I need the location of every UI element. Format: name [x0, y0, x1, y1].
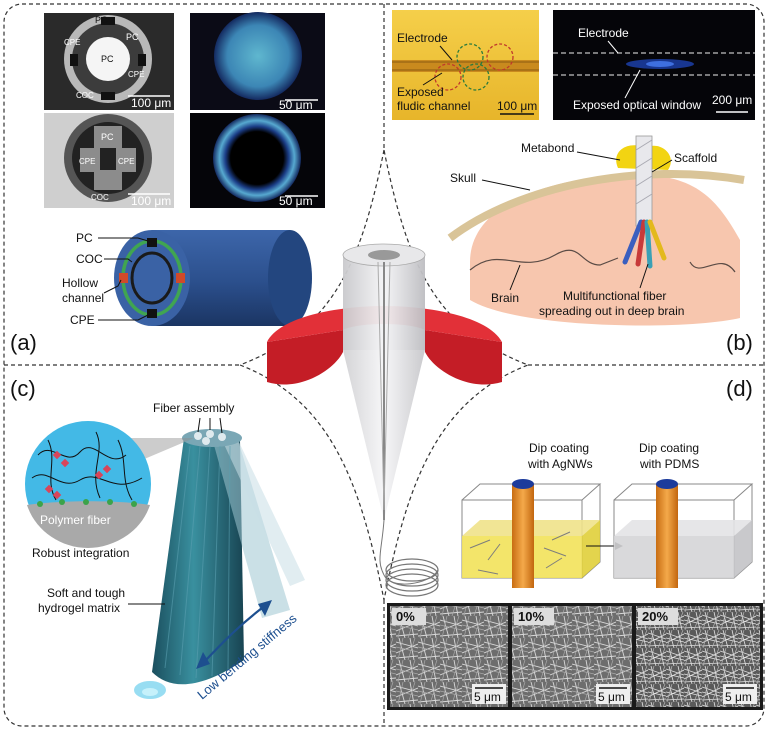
- label-cpe-1: CPE: [64, 38, 80, 47]
- pdms-dip-tank: [613, 479, 754, 588]
- label-coc-layer: COC: [76, 252, 103, 266]
- label-cpe-2: CPE: [128, 70, 144, 79]
- label-exposed-line1: Exposed: [397, 85, 444, 99]
- panel-label-c: (c): [10, 376, 36, 401]
- sem-image-10: 10% 5 μm: [512, 606, 632, 707]
- label-soft-tough: Soft and tough: [47, 586, 125, 600]
- scale-bar-label-a2: 50 μm: [279, 98, 313, 112]
- label-cpe-layer: CPE: [70, 313, 95, 327]
- label-robust-integration: Robust integration: [32, 546, 129, 560]
- panel-label-a: (a): [10, 330, 37, 355]
- sem-label-2: 20%: [642, 609, 668, 624]
- panel-label-d: (d): [726, 376, 753, 401]
- label-dip2-line2: with PDMS: [639, 457, 699, 471]
- label-pc-layer: PC: [76, 231, 93, 245]
- label-pc-2: PC: [101, 54, 114, 64]
- panel-a: PC PC PC CPE CPE COC 100 μm 50 μm PC CP: [10, 12, 325, 355]
- label-coc-2: COC: [91, 193, 109, 202]
- sem-images: 0% 5 μm 10% 5 μm 20% 5 μm: [387, 603, 763, 710]
- sem-label-1: 10%: [518, 609, 544, 624]
- label-dip1-line2: with AgNWs: [527, 457, 593, 471]
- scale-bar-label-a4: 50 μm: [279, 194, 313, 208]
- label-hydrogel-matrix: hydrogel matrix: [38, 601, 120, 615]
- optical-window-image: Electrode Exposed optical window 200 μm: [553, 10, 755, 120]
- label-skull: Skull: [450, 171, 476, 185]
- panel-d: Dip coating with AgNWs Dip coating with …: [387, 376, 763, 710]
- electrode-channel-image: Electrode Exposed fludic channel 100 μm: [392, 10, 539, 120]
- label-channel: channel: [62, 291, 104, 305]
- label-exposed-line2: fludic channel: [397, 99, 470, 113]
- thermal-drawing-preform: [267, 243, 502, 597]
- scale-bar-label-b1: 100 μm: [497, 99, 537, 113]
- multilayer-fiber-cylinder: [114, 230, 312, 326]
- panel-label-b: (b): [726, 330, 753, 355]
- label-pc-4: PC: [101, 132, 114, 142]
- fluorescence-image-2: 50 μm: [190, 113, 325, 208]
- sem-image-0: 0% 5 μm: [390, 606, 508, 707]
- fiber-labels: PC COC Hollow channel CPE: [62, 231, 149, 327]
- label-metabond: Metabond: [521, 141, 574, 155]
- micrograph-cross-section-1: PC PC PC CPE CPE COC 100 μm: [44, 13, 174, 110]
- panel-b: Electrode Exposed fludic channel 100 μm …: [392, 10, 755, 355]
- agnw-dip-tank: [461, 479, 602, 588]
- sem-label-0: 0%: [396, 609, 415, 624]
- label-polymer-fiber: Polymer fiber: [40, 513, 111, 527]
- panel-c: Polymer fiber Fiber assembly Robust inte…: [10, 376, 305, 702]
- label-brain: Brain: [491, 291, 519, 305]
- fluorescence-image-1: 50 μm: [190, 12, 325, 112]
- label-optical-window: Exposed optical window: [573, 98, 701, 112]
- label-dip1-line1: Dip coating: [529, 441, 589, 455]
- label-electrode-right: Electrode: [578, 26, 629, 40]
- label-pc-1: PC: [95, 15, 108, 25]
- label-hollow: Hollow: [62, 276, 98, 290]
- sem-scale-0: 5 μm: [474, 690, 501, 704]
- sem-scale-2: 5 μm: [725, 690, 752, 704]
- label-pc-3: PC: [126, 32, 139, 42]
- scale-bar-label-a3: 100 μm: [131, 194, 171, 208]
- hydrogel-fiber-bundle: [134, 429, 305, 699]
- sem-scale-1: 5 μm: [598, 690, 625, 704]
- label-multifunctional-fiber: Multifunctional fiber: [563, 289, 666, 303]
- label-fiber-assembly: Fiber assembly: [153, 401, 234, 415]
- micrograph-cross-section-2: PC CPE CPE COC 100 μm: [44, 113, 174, 208]
- scale-bar-label-b2: 200 μm: [712, 93, 752, 107]
- network-zoom-inset: Polymer fiber: [25, 421, 194, 548]
- label-scaffold: Scaffold: [674, 151, 717, 165]
- label-dip2-line1: Dip coating: [639, 441, 699, 455]
- label-coc-1: COC: [76, 91, 94, 100]
- sem-image-20: 20% 5 μm: [636, 606, 760, 707]
- scale-bar-label-a1: 100 μm: [131, 96, 171, 110]
- label-electrode-left: Electrode: [397, 31, 448, 45]
- label-cpe-3: CPE: [79, 157, 95, 166]
- label-spreading-deep-brain: spreading out in deep brain: [539, 304, 684, 318]
- label-cpe-4: CPE: [118, 157, 134, 166]
- brain-implant-schematic: Metabond Scaffold Skull Brain Multifunct…: [447, 135, 745, 326]
